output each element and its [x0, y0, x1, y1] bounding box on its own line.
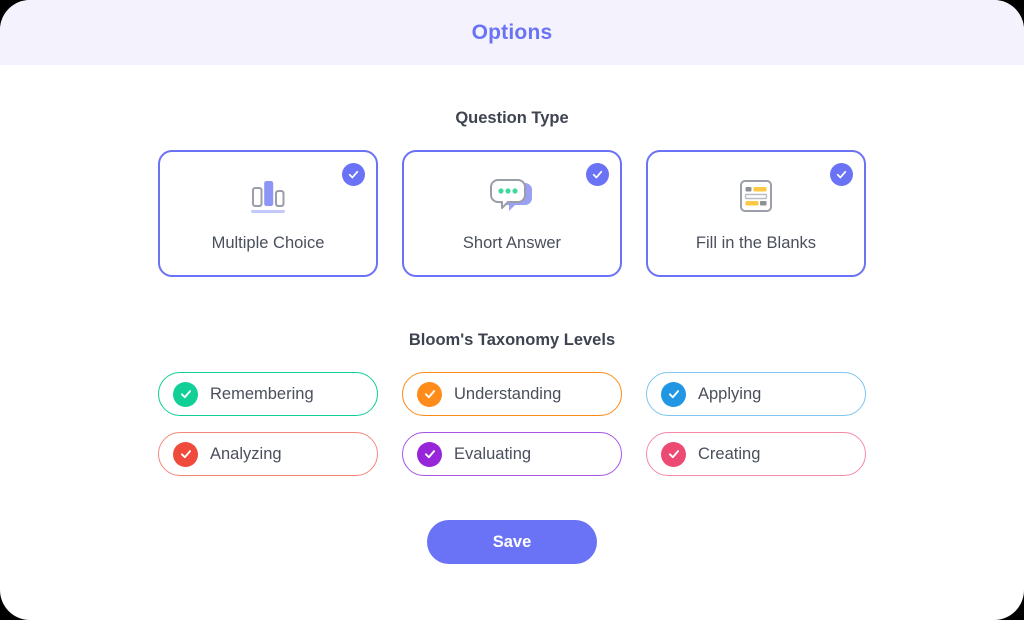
- selected-check-badge[interactable]: [342, 163, 365, 186]
- selected-check-badge[interactable]: [586, 163, 609, 186]
- check-icon: [348, 170, 359, 179]
- question-type-label: Multiple Choice: [211, 234, 325, 252]
- bloom-taxonomy-heading: Bloom's Taxonomy Levels: [408, 331, 616, 349]
- bloom-level-analyzing[interactable]: Analyzing: [158, 432, 378, 476]
- bloom-level-row: Analyzing Evaluating: [158, 432, 866, 476]
- footer-actions: Save: [0, 520, 1024, 564]
- check-badge[interactable]: [417, 381, 442, 407]
- check-icon: [668, 450, 679, 459]
- bloom-level-evaluating[interactable]: Evaluating: [402, 432, 622, 476]
- check-icon: [668, 390, 679, 399]
- question-type-card-fill-in-the-blanks[interactable]: Fill in the Blanks: [646, 150, 866, 277]
- panel-header: Options: [0, 0, 1024, 65]
- check-badge[interactable]: [661, 441, 686, 467]
- form-document-icon: [735, 174, 777, 218]
- panel-body: Question Type Multiple Cho: [0, 109, 1024, 564]
- check-badge[interactable]: [173, 441, 198, 467]
- bloom-level-label: Remembering: [210, 384, 314, 403]
- selected-check-badge[interactable]: [830, 163, 853, 186]
- bar-chart-icon: [246, 174, 290, 218]
- bloom-level-remembering[interactable]: Remembering: [158, 372, 378, 416]
- question-type-card-row: Multiple Choice: [0, 150, 1024, 277]
- check-icon: [836, 170, 847, 179]
- save-button[interactable]: Save: [427, 520, 597, 564]
- bloom-level-label: Applying: [698, 384, 762, 403]
- speech-bubble-icon: [489, 174, 535, 218]
- question-type-label: Short Answer: [462, 234, 562, 252]
- question-type-card-multiple-choice[interactable]: Multiple Choice: [158, 150, 378, 277]
- bloom-level-label: Evaluating: [454, 444, 532, 463]
- check-icon: [424, 390, 435, 399]
- check-badge[interactable]: [417, 441, 442, 467]
- bloom-level-applying[interactable]: Applying: [646, 372, 866, 416]
- question-type-label: Fill in the Blanks: [695, 234, 817, 252]
- question-type-card-short-answer[interactable]: Short Answer: [402, 150, 622, 277]
- check-icon: [424, 450, 435, 459]
- check-icon: [180, 390, 191, 399]
- check-badge[interactable]: [173, 381, 198, 407]
- bloom-level-label: Analyzing: [210, 444, 282, 463]
- page-title: Options: [471, 20, 553, 44]
- question-type-heading: Question Type: [455, 109, 569, 127]
- bloom-level-understanding[interactable]: Understanding: [402, 372, 622, 416]
- bloom-level-creating[interactable]: Creating: [646, 432, 866, 476]
- check-icon: [180, 450, 191, 459]
- bloom-level-label: Understanding: [454, 384, 562, 403]
- bloom-level-label: Creating: [698, 444, 761, 463]
- bloom-level-row: Remembering Understanding: [158, 372, 866, 416]
- check-icon: [592, 170, 603, 179]
- bloom-level-grid: Remembering Understanding: [0, 372, 1024, 476]
- check-badge[interactable]: [661, 381, 686, 407]
